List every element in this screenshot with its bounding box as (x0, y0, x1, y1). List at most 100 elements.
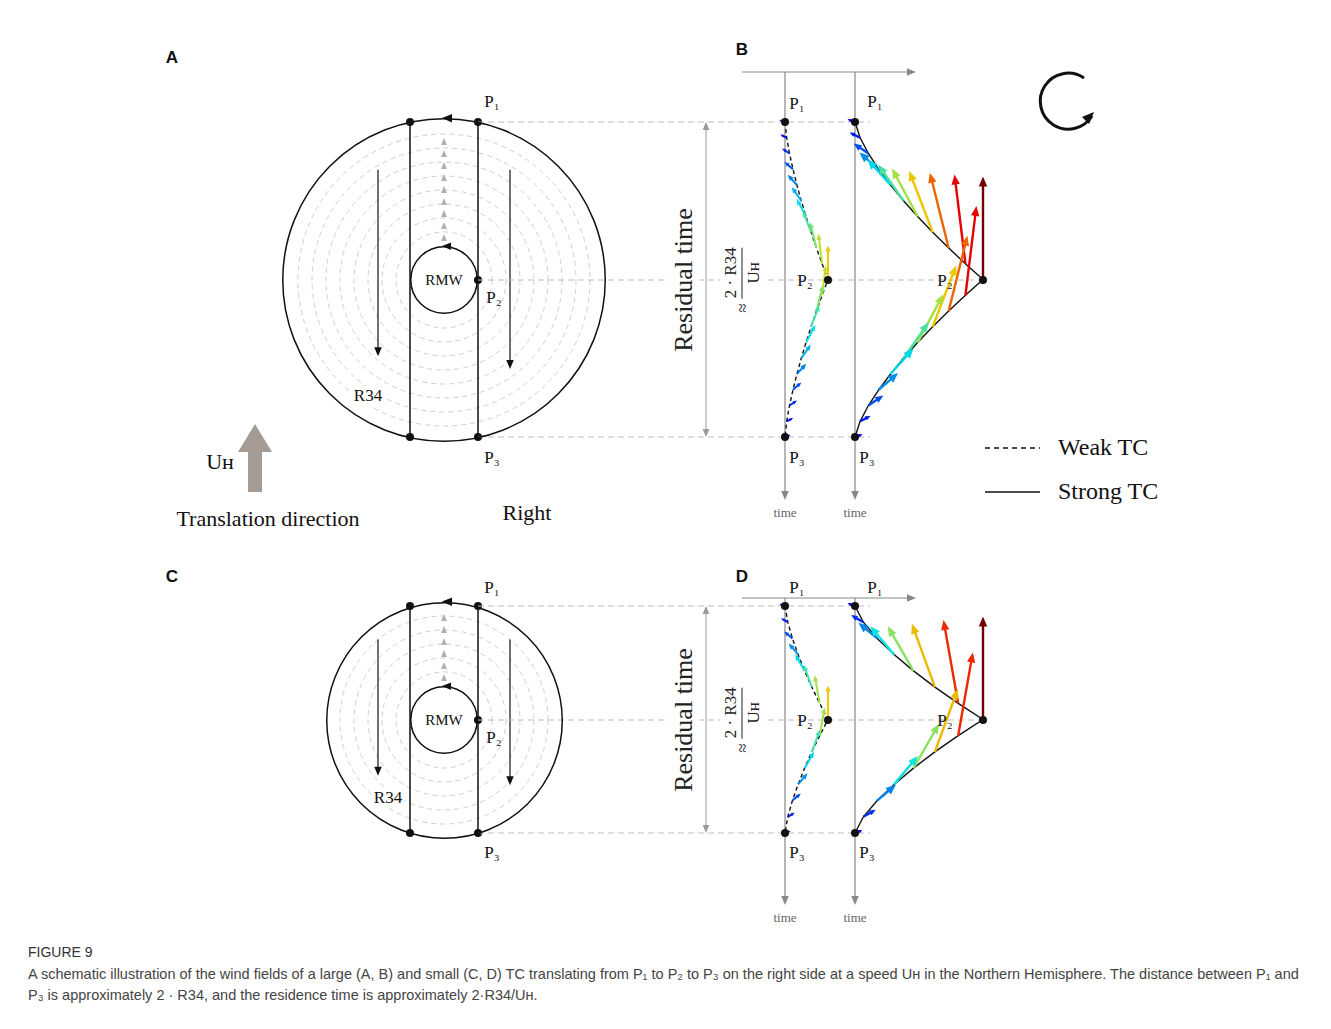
wind-vector-head (911, 624, 919, 635)
dashed-ring (382, 218, 506, 342)
legend-solid-sample (985, 491, 1040, 493)
gray-chevron (441, 174, 447, 181)
gray-chevron (441, 210, 447, 217)
wind-vector (945, 627, 958, 703)
circle-border (283, 119, 606, 442)
formula-denominator: Uʜ (744, 702, 763, 723)
wind-vector-head (967, 652, 975, 663)
axis-title: Residual time (669, 204, 699, 356)
approx-sign: ≈ (732, 743, 752, 752)
wind-vector (811, 226, 816, 248)
fraction-line (742, 247, 743, 298)
wind-vector-head (793, 400, 797, 404)
bracket-arrow-head (703, 122, 710, 130)
dashed-ring (368, 644, 520, 796)
approx-sign: ≈ (732, 303, 752, 312)
wind-vector-head (803, 665, 808, 672)
weak-tc-curve (785, 122, 828, 437)
panel-letter: A (166, 48, 178, 68)
wind-vector (819, 238, 822, 264)
time-axis-head (851, 896, 859, 905)
axis-label: time (843, 506, 866, 521)
gray-chevron (441, 674, 447, 681)
wind-vector (827, 250, 829, 280)
flow-arrow-head (374, 347, 382, 356)
wind-vector-head (791, 813, 795, 816)
guide-line (478, 122, 870, 123)
formula-numerator: 2 · R34 (721, 247, 740, 298)
wind-vector (982, 184, 984, 280)
wind-vector (812, 734, 819, 752)
gray-chevron (441, 150, 447, 157)
wind-vector-head (854, 143, 863, 150)
dashed-ring (340, 616, 548, 824)
wind-vector (820, 712, 824, 736)
point-dot (781, 118, 789, 126)
panel-letter: D (736, 567, 748, 587)
wind-vector (801, 348, 808, 358)
wind-vector-head (951, 689, 959, 700)
point-dot (824, 276, 832, 284)
residence-time-formula: ≈2 · R34Uʜ (721, 684, 764, 755)
point-label: P₂ (486, 728, 501, 748)
bracket-arrow-head (703, 606, 710, 614)
rmw-circle: RMW (410, 246, 478, 314)
wind-vector-head (928, 173, 936, 184)
wind-vector-head (789, 643, 795, 649)
point-label: P₁ (484, 92, 499, 112)
wind-vector-head (878, 165, 887, 176)
wind-vector (918, 301, 940, 343)
figure-title: FIGURE 9 (28, 944, 1303, 960)
wind-vector (895, 175, 917, 217)
legend-dashed-sample (985, 447, 1040, 449)
dashed-ring (368, 204, 520, 356)
dashed-ring (382, 658, 506, 782)
gray-chevron (441, 162, 447, 169)
r34-circle: R34 RMW (282, 118, 606, 442)
axis-arrow (742, 71, 910, 72)
wind-vector (872, 165, 890, 185)
wind-vector-head (952, 174, 960, 184)
time-axis (854, 598, 855, 899)
point-dot (979, 276, 987, 284)
wind-vector-head (847, 603, 851, 606)
axis-label: time (773, 911, 796, 926)
wind-vector-head (971, 206, 979, 216)
wind-vector-head (790, 418, 793, 421)
point-label: P₃ (484, 843, 499, 863)
point-dot (824, 716, 832, 724)
circle-border (411, 247, 478, 314)
point-dot (781, 829, 789, 837)
point-dot (979, 716, 987, 724)
dashed-ring (326, 162, 562, 398)
point-label: P₃ (859, 843, 874, 863)
point-dot (851, 433, 859, 441)
wind-vector (965, 213, 975, 295)
flow-arrow-head (374, 767, 382, 776)
wind-vector-head (821, 708, 826, 714)
point-label: P₂ (486, 288, 501, 308)
radius-label: R34 (352, 386, 384, 406)
radius-label: R34 (372, 788, 404, 808)
figure-caption-block: FIGURE 9A schematic illustration of the … (28, 944, 1303, 1006)
time-axis-head (781, 896, 789, 905)
formula-denominator: Uʜ (744, 262, 763, 283)
wind-vector-head (810, 325, 815, 331)
guide-line (478, 606, 870, 607)
wind-vector-head (784, 631, 789, 636)
axis-title: Residual time (669, 644, 699, 796)
wind-vector-head (817, 234, 822, 240)
wind-vector-head (785, 162, 790, 167)
wind-vector-head (825, 686, 830, 692)
wind-vector (815, 679, 819, 703)
wind-vector-head (909, 171, 917, 182)
wind-vector-head (797, 199, 802, 205)
wind-vector (805, 669, 812, 687)
flow-arrow (509, 639, 510, 778)
time-axis-head (851, 491, 859, 500)
wind-vector-head (935, 294, 943, 305)
gray-chevron (441, 186, 447, 193)
gray-chevron (441, 626, 447, 633)
formula-numerator: 2 · R34 (721, 687, 740, 738)
annotation: Translation direction (176, 506, 359, 531)
